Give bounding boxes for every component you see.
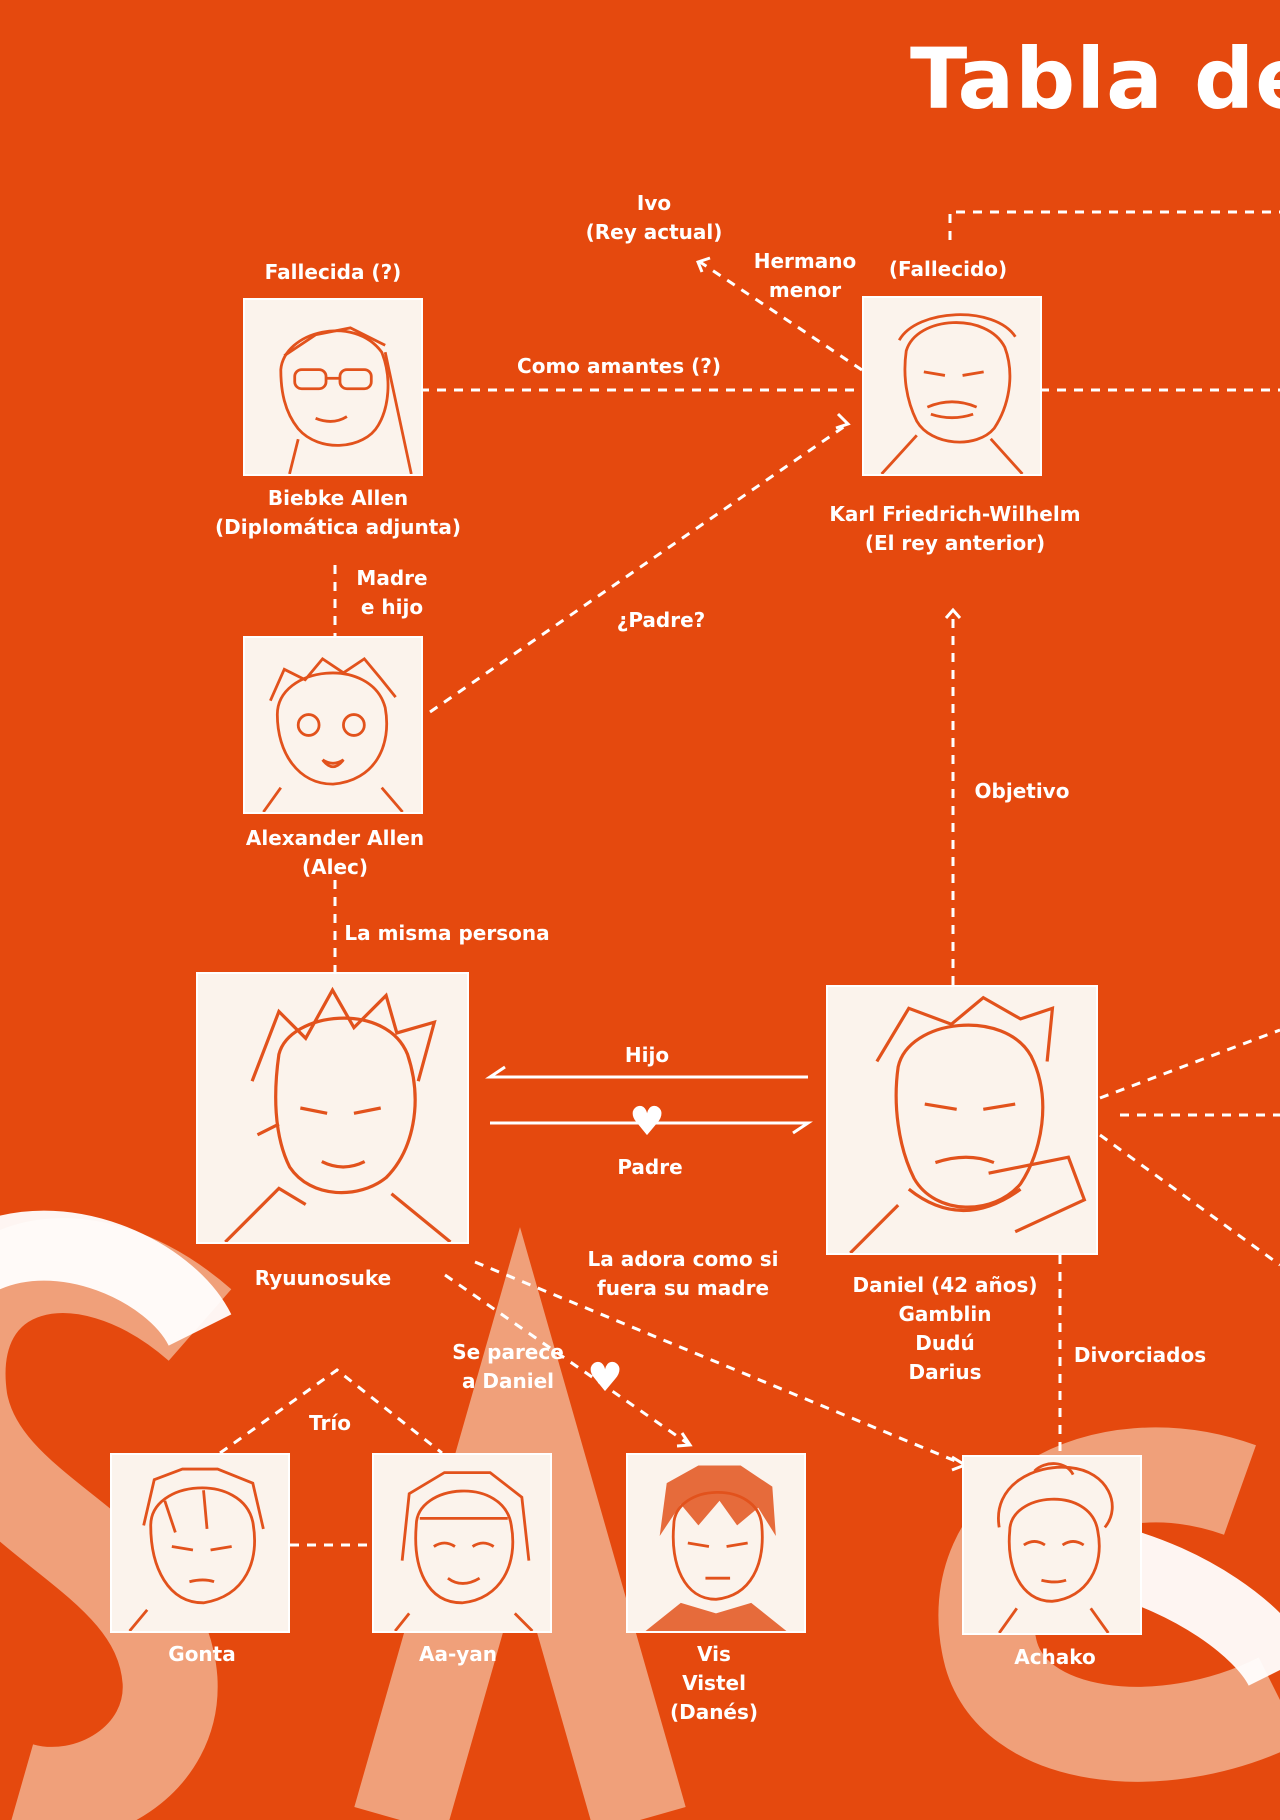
alec-label: Alexander Allen (Alec) [246, 824, 424, 882]
relation-son: Hijo [624, 1043, 670, 1067]
ivo-label: Ivo (Rey actual) [586, 189, 723, 247]
biebke-name: Biebke Allen [267, 486, 409, 510]
line-trio [219, 1368, 443, 1455]
daniel-alias-3: Darius [908, 1360, 982, 1384]
relation-younger-brother-line-2: menor [768, 278, 842, 302]
relation-divorced: Divorciados [1073, 1343, 1207, 1367]
daniel-label: Daniel (42 años) Gamblin Dudú Darius [852, 1271, 1037, 1387]
vis-name: Vis [697, 1642, 731, 1666]
line-daniel-right-3 [1099, 1133, 1280, 1267]
relation-resembles-line-2: a Daniel [461, 1369, 555, 1393]
relation-trio: Trío [309, 1411, 351, 1435]
achako-face-icon [997, 1462, 1114, 1633]
page-title: Tabla de [910, 30, 1280, 128]
line-daniel-right-1 [1099, 1028, 1280, 1100]
relation-lovers: Como amantes (?) [517, 354, 721, 378]
biebke-status: Fallecida (?) [264, 260, 402, 284]
heart-icon: ♥ [629, 1099, 665, 1145]
arrow-son [485, 1065, 808, 1079]
ivo-role: (Rey actual) [585, 220, 723, 244]
daniel-name: Daniel (42 años) [852, 1273, 1038, 1297]
achako-name: Achako [1014, 1645, 1096, 1669]
aayan-face-icon [394, 1471, 534, 1631]
ryuunosuke-name: Ryuunosuke [254, 1266, 392, 1290]
portrait-karl [862, 296, 1042, 476]
heart-icon-2: ♥ [587, 1355, 623, 1401]
relation-younger-brother-line-1: Hermano [753, 249, 857, 273]
relation-father: Padre [617, 1155, 683, 1179]
relation-adores: La adora como si fuera su madre [588, 1245, 779, 1303]
portrait-daniel [826, 985, 1098, 1255]
line-adores [474, 1260, 966, 1467]
biebke-label: Biebke Allen (Diplomática adjunta) [215, 484, 461, 542]
karl-status: (Fallecido) [888, 257, 1008, 281]
portrait-vis [626, 1453, 806, 1633]
biebke-face-icon [279, 326, 413, 474]
relation-mother-son: Madre e hijo [356, 564, 427, 622]
karl-role: (El rey anterior) [864, 531, 1046, 555]
daniel-alias-1: Gamblin [898, 1302, 992, 1326]
alec-name: Alexander Allen [245, 826, 425, 850]
relation-same-person: La misma persona [344, 921, 550, 945]
portrait-alec [243, 636, 423, 814]
karl-name: Karl Friedrich-Wilhelm [829, 502, 1081, 526]
vis-label: Vis Vistel (Danés) [670, 1640, 758, 1727]
ryuunosuke-face-icon [224, 986, 452, 1242]
biebke-role: (Diplomática adjunta) [215, 515, 461, 539]
vis-alias-2: (Danés) [669, 1700, 759, 1724]
portrait-aayan [372, 1453, 552, 1633]
line-father-question [429, 422, 849, 714]
karl-face-icon [880, 313, 1024, 474]
gonta-face-icon [128, 1467, 265, 1631]
arrow-father [490, 1121, 813, 1135]
relation-mother-son-line-2: e hijo [360, 595, 424, 619]
portrait-gonta [110, 1453, 290, 1633]
alec-alias: (Alec) [301, 855, 369, 879]
aayan-name: Aa-yan [418, 1642, 498, 1666]
vis-face-icon [645, 1465, 787, 1631]
relation-resembles: Se parece a Daniel [452, 1338, 564, 1396]
daniel-face-icon [849, 995, 1087, 1253]
line-top-bracket [948, 210, 1280, 240]
daniel-alias-2: Dudú [915, 1331, 975, 1355]
portrait-ryuunosuke [196, 972, 469, 1244]
relation-objective: Objetivo [974, 779, 1070, 803]
alec-face-icon [262, 657, 404, 812]
relation-resembles-line-1: Se parece [452, 1340, 564, 1364]
ivo-name: Ivo [636, 191, 672, 215]
portrait-achako [962, 1455, 1142, 1635]
vis-alias-1: Vistel [682, 1671, 746, 1695]
relation-adores-line-1: La adora como si [587, 1247, 779, 1271]
gonta-name: Gonta [168, 1642, 236, 1666]
portrait-biebke [243, 298, 423, 476]
relation-father-question: ¿Padre? [616, 608, 706, 632]
relation-adores-line-2: fuera su madre [596, 1276, 770, 1300]
relation-younger-brother: Hermano menor [754, 247, 856, 305]
karl-label: Karl Friedrich-Wilhelm (El rey anterior) [829, 500, 1080, 558]
relation-mother-son-line-1: Madre [356, 566, 428, 590]
